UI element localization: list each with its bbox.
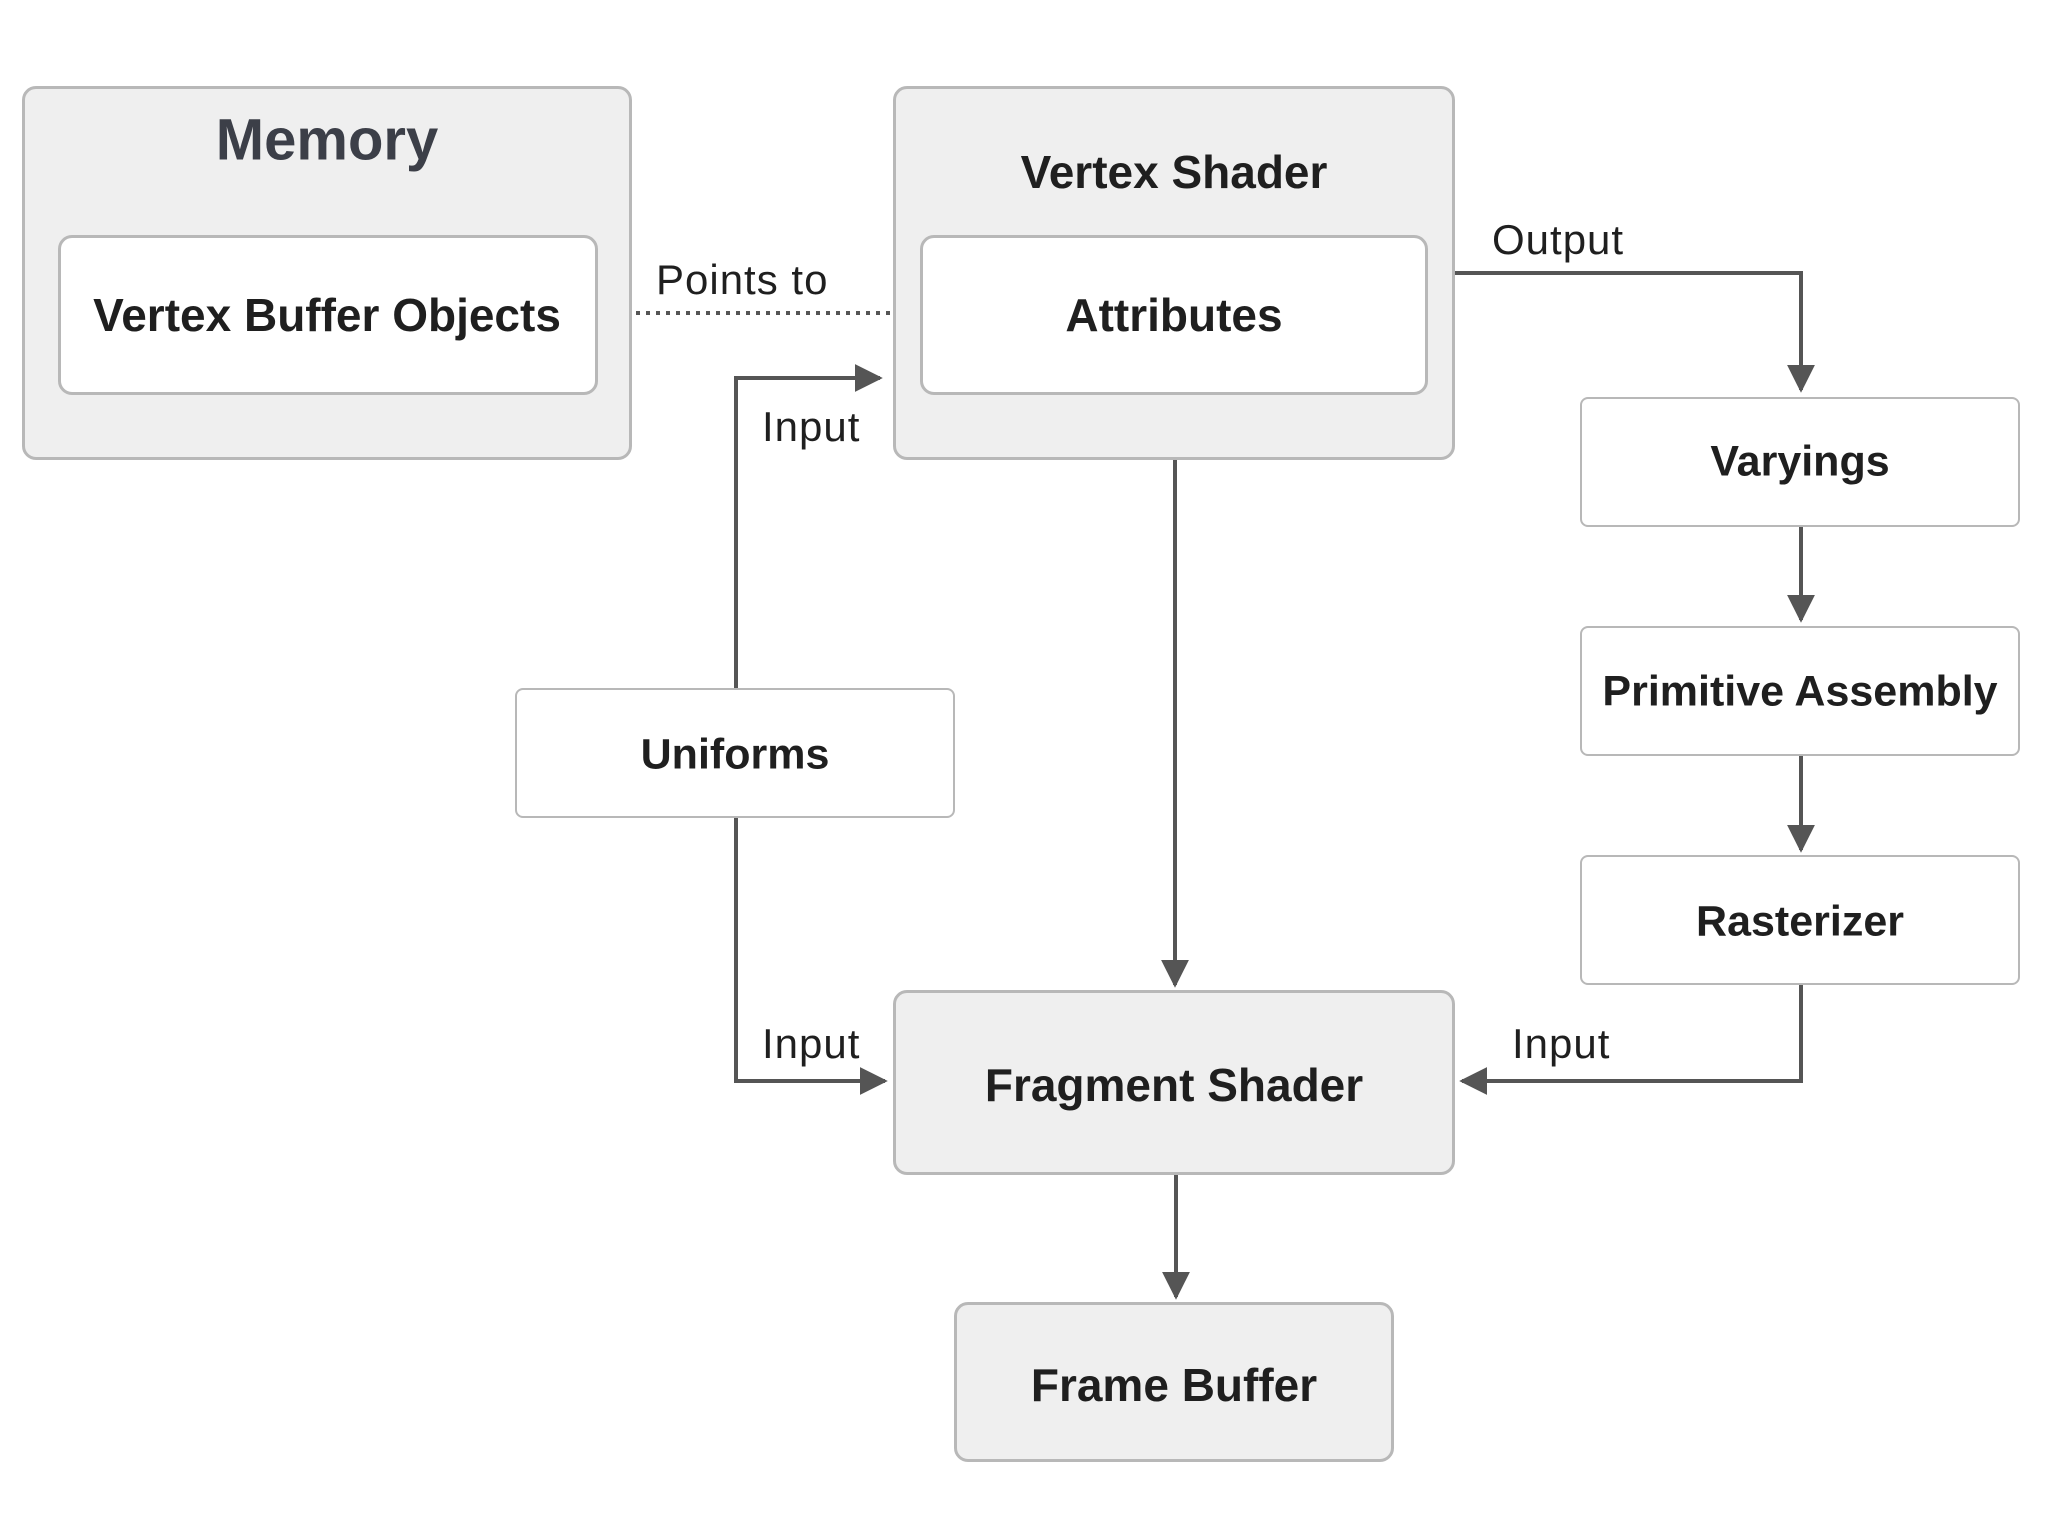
frame-buffer-box (954, 1302, 1394, 1462)
primitive-assembly-box (1580, 626, 2020, 756)
fragment-shader-box (893, 990, 1455, 1175)
edge-label-uniforms-to-vertex: Input (762, 403, 861, 450)
varyings-box (1580, 397, 2020, 527)
rasterizer-label: Rasterizer (1696, 897, 1904, 946)
vertex-shader-title: Vertex Shader (1020, 146, 1328, 198)
memory-title: Memory (215, 107, 439, 173)
edge-output (1455, 271, 1815, 393)
attributes-box (920, 235, 1428, 395)
edge-label-output: Output (1492, 216, 1625, 263)
primitive-assembly-label: Primitive Assembly (1602, 667, 1998, 716)
frame-buffer-label: Frame Buffer (1030, 1359, 1318, 1411)
varyings-label: Varyings (1710, 437, 1890, 486)
edge-label-uniforms-to-fragment: Input (762, 1020, 861, 1067)
uniforms-box (515, 688, 955, 818)
edge-uniforms-to-vertex-shader (734, 364, 883, 688)
edge-label-points-to: Points to (656, 256, 829, 303)
edge-label-rasterizer-to-fragment: Input (1512, 1020, 1611, 1067)
edge-uniforms-to-fragment-shader (734, 818, 888, 1095)
vertex-buffer-objects-box (58, 235, 598, 395)
uniforms-label: Uniforms (640, 730, 830, 779)
attributes-label: Attributes (1065, 289, 1283, 341)
rasterizer-box (1580, 855, 2020, 985)
vertex-buffer-objects-label: Vertex Buffer Objects (93, 289, 561, 341)
fragment-shader-label: Fragment Shader (984, 1059, 1364, 1111)
edge-rasterizer-to-fragment-shader (1459, 985, 1803, 1095)
